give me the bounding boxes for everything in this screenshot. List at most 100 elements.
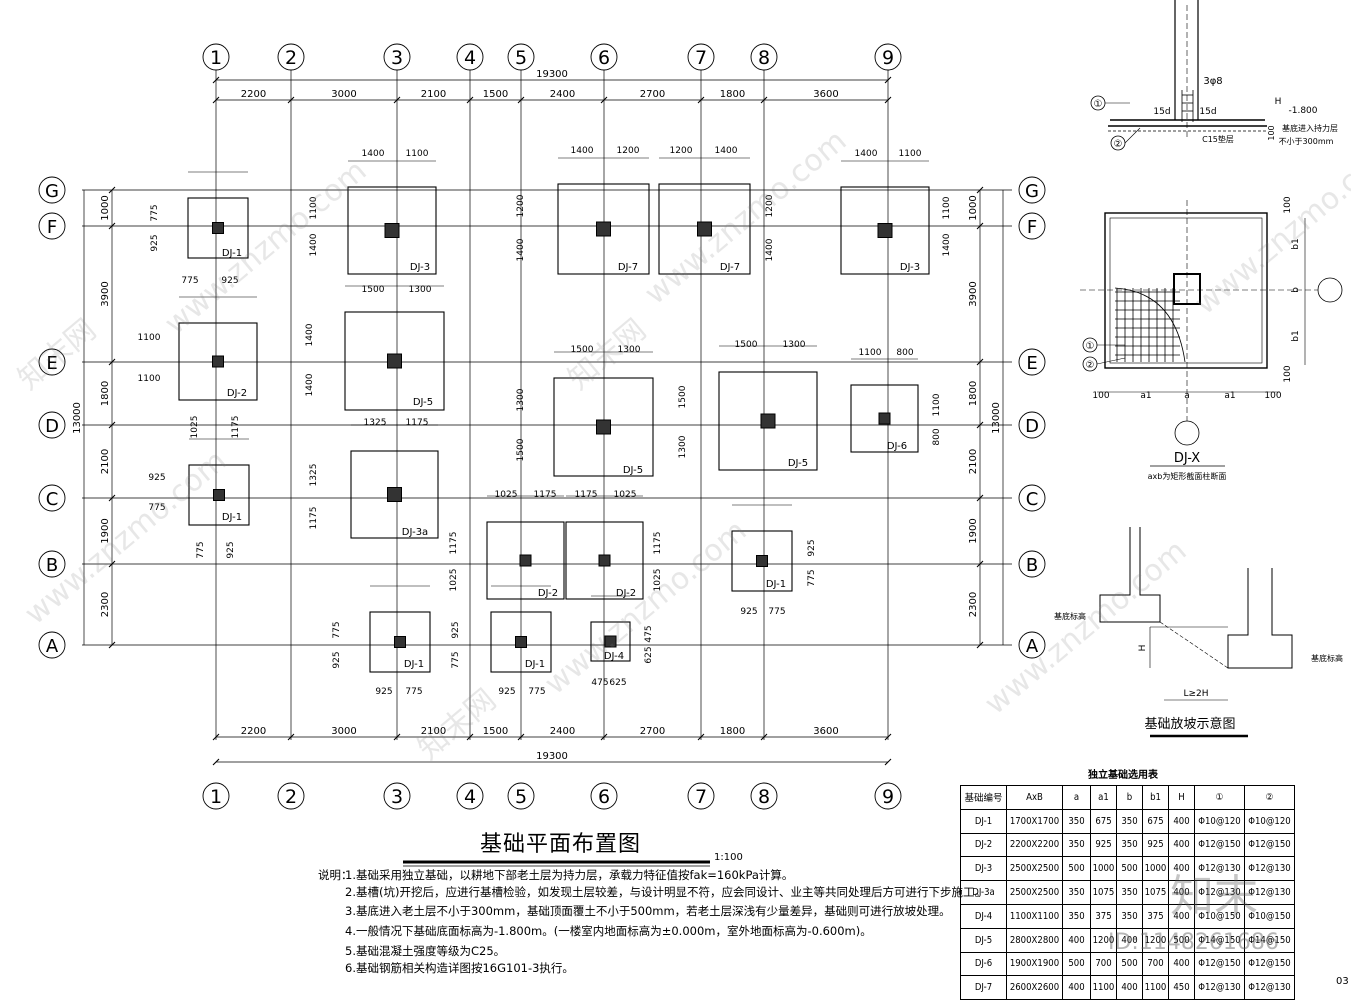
axis-label: 4 [464, 786, 476, 808]
dim-tick [697, 96, 705, 104]
dim-tick [976, 494, 984, 502]
table-cell: 1075 [1090, 880, 1117, 905]
leader [1124, 127, 1141, 144]
step-label: H [1138, 645, 1148, 652]
footing-dim: 1100 [932, 393, 942, 416]
axis-label: 5 [515, 47, 527, 69]
djx-dim: b [1291, 287, 1301, 293]
note-item: 2.基槽(坑)开挖后，应进行基槽检验，如发现土层较差，与设计明显不符，应会同设计… [345, 885, 986, 899]
dim-span: 2100 [968, 449, 979, 474]
column-section [384, 223, 400, 238]
column-section [598, 554, 611, 567]
footing-dim: 1500 [678, 385, 688, 408]
axis-bubble [1018, 212, 1046, 240]
table-header: ① [1194, 785, 1245, 810]
table-cell: 675 [1090, 808, 1117, 834]
footing-dim: 1100 [138, 374, 161, 384]
table-cell: 1700X1700 [1006, 808, 1063, 834]
footing-outline [553, 377, 654, 477]
table-cell: 700 [1090, 951, 1117, 977]
table-cell: Φ12@150 [1244, 951, 1295, 977]
table-cell: Φ10@120 [1244, 808, 1295, 834]
axis-label: G [1025, 181, 1039, 202]
footing-dim: 1400 [516, 238, 526, 261]
dim-span: 2200 [241, 726, 266, 737]
axis-label: 8 [758, 786, 770, 808]
dim-tick [108, 560, 116, 568]
dim-total: 19300 [536, 69, 568, 80]
axis-label: 1 [210, 786, 222, 808]
axis-bubble [202, 782, 230, 810]
footing-label: DJ-1 [222, 248, 242, 259]
section-label: 3φ8 [1203, 76, 1222, 87]
footing-dim: 1200 [670, 146, 693, 156]
callout-label: ② [1114, 139, 1123, 150]
footing-dim: 775 [196, 541, 206, 558]
footing-dim: 800 [896, 348, 913, 358]
table-cell: Φ14@150 [1194, 927, 1245, 953]
watermark-logo: 知末 [1170, 871, 1258, 922]
notes-lead: 说明： [318, 868, 353, 882]
axis-bubble [456, 782, 484, 810]
table-cell: Φ12@150 [1194, 832, 1245, 858]
note-item: 5.基础混凝土强度等级为C25。 [345, 944, 506, 958]
footing-dim: 775 [405, 687, 422, 697]
table-cell: Φ12@130 [1244, 975, 1295, 1000]
slope-line [1159, 621, 1229, 669]
dim-span: 3000 [331, 726, 356, 737]
djx-column [1173, 273, 1201, 305]
axis-label: 6 [598, 786, 610, 808]
dim-tick [212, 96, 220, 104]
table-cell: Φ10@150 [1244, 903, 1295, 929]
axis-label: 1 [210, 47, 222, 69]
footing-dim: 1025 [449, 569, 459, 592]
column-section [760, 413, 776, 429]
dim-tick [976, 222, 984, 230]
axis-bubble [38, 176, 66, 204]
footing-label: DJ-3a [402, 527, 428, 538]
footing-outline [840, 186, 930, 275]
section-label: 15d [1199, 107, 1216, 117]
axis-bubble [750, 782, 778, 810]
footing-outline [350, 450, 439, 539]
table-cell: 2600X2600 [1006, 975, 1063, 1000]
footing-label: DJ-2 [538, 588, 558, 599]
table-header: b [1116, 785, 1143, 810]
dim-tick [393, 96, 401, 104]
table-header: ② [1244, 785, 1295, 810]
dim-span: 1500 [483, 726, 508, 737]
footing-dim: 1175 [575, 490, 598, 500]
axis-bubble [38, 411, 66, 439]
axis-label: 9 [882, 786, 894, 808]
dim-span: 2400 [550, 726, 575, 737]
footing-dim: 625 [609, 678, 626, 688]
table-header-row: 基础编号 AxB a a1 b b1 H ① ② [960, 785, 1295, 810]
dim-tick [976, 641, 984, 649]
footing-dim: 925 [148, 473, 165, 483]
footing-dim: 1100 [406, 149, 429, 159]
axis-bubble [277, 782, 305, 810]
footing-dim: 1175 [231, 416, 241, 439]
footing-dim: 1325 [364, 418, 387, 428]
table-cell: 350 [1062, 808, 1091, 834]
footing-dim: 925 [807, 539, 817, 556]
axis-bubble [277, 43, 305, 71]
table-header: b1 [1142, 785, 1169, 810]
axis-bubble [1018, 631, 1046, 659]
djx-dim: a [1184, 391, 1190, 401]
dim-span: 3600 [813, 726, 838, 737]
footing-dim: 775 [528, 687, 545, 697]
footing-outline [718, 371, 818, 471]
table-cell: 350 [1116, 832, 1143, 858]
column-section [604, 635, 617, 648]
step-label: L≥2H [1183, 689, 1208, 699]
step-label: 基底标高 [1054, 611, 1086, 621]
